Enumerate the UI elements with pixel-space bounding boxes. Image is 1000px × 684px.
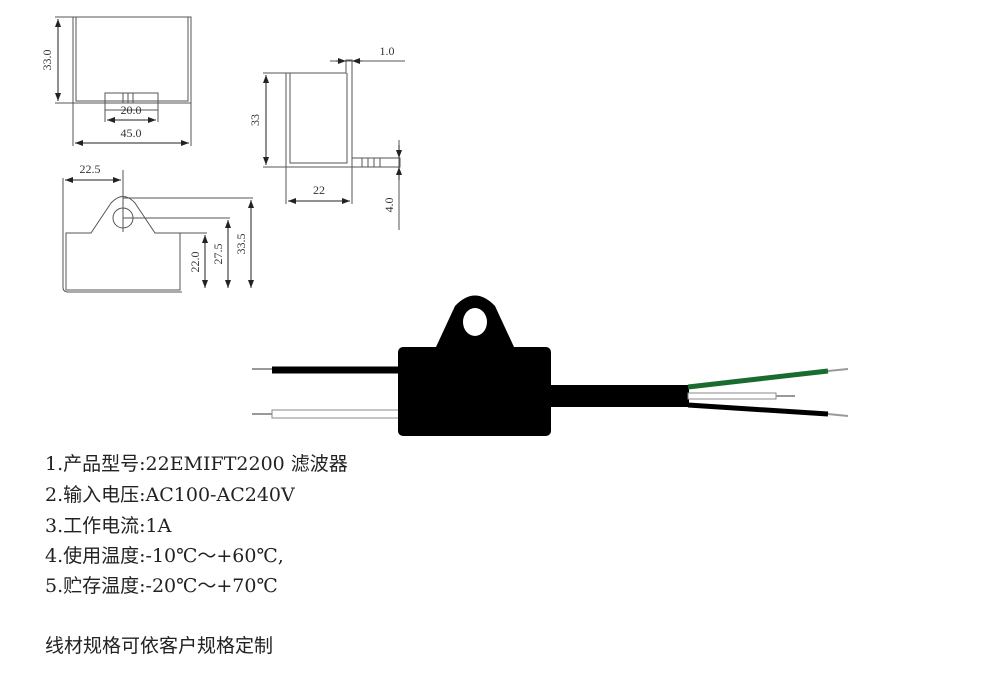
spec-model: 1.产品型号:22EMIFT2200 滤波器 xyxy=(45,453,348,475)
side-depth-label: 22 xyxy=(313,183,325,197)
front-view: 22.5 22.0 27.5 33.5 xyxy=(62,162,254,293)
spec-input-voltage: 2.输入电压:AC100-AC240V xyxy=(45,484,295,506)
spec-storage-temp: 5.贮存温度:-20℃～+70℃ xyxy=(45,575,278,597)
front-body-height-label: 22.0 xyxy=(188,252,202,273)
side-tab-thickness-label: 1.0 xyxy=(380,44,395,58)
side-height-label: 33 xyxy=(248,114,262,126)
top-tab-width-label: 20.0 xyxy=(121,103,142,117)
top-width-label: 45.0 xyxy=(121,126,142,140)
side-pin-label: 4.0 xyxy=(382,198,396,213)
top-height-label: 33.0 xyxy=(40,50,54,71)
front-center-label: 22.5 xyxy=(80,162,101,176)
front-total-height-label: 33.5 xyxy=(234,234,248,255)
customization-note: 线材规格可依客户规格定制 xyxy=(45,635,274,657)
spec-current: 3.工作电流:1A xyxy=(45,515,172,537)
side-view: 1.0 33 22 4.0 xyxy=(248,44,405,230)
spec-operating-temp: 4.使用温度:-10℃～+60℃, xyxy=(45,545,284,567)
top-view: 33.0 20.0 45.0 xyxy=(40,16,192,146)
filter-product-image xyxy=(252,295,849,436)
front-hole-height-label: 27.5 xyxy=(211,244,225,265)
